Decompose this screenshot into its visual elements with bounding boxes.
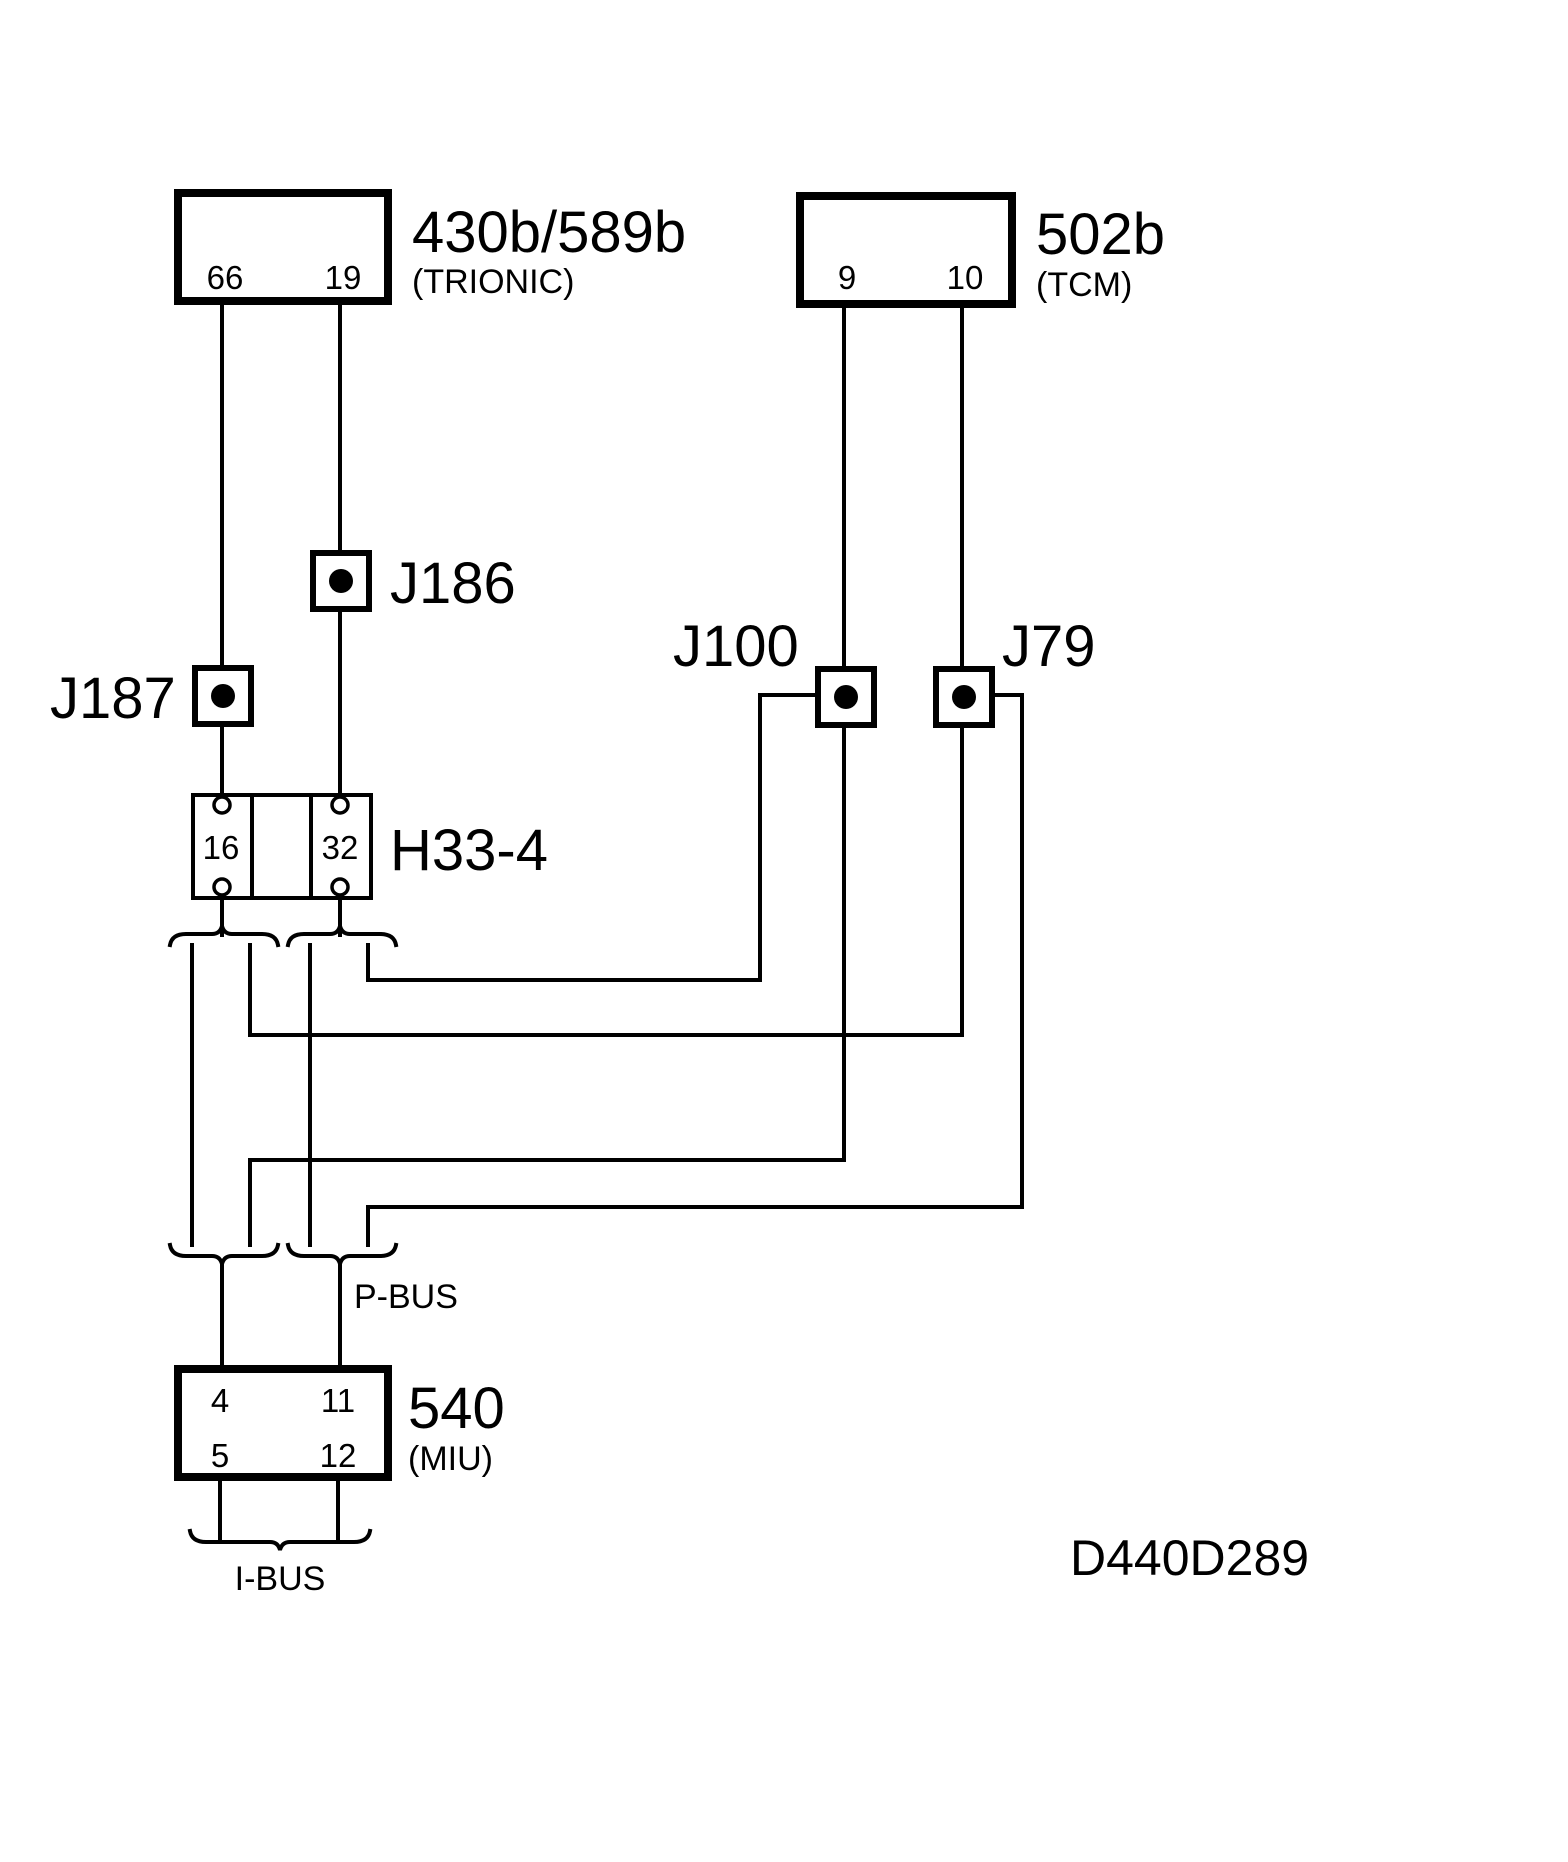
drawing-id: D440D289: [1070, 1530, 1309, 1586]
ecu-trionic-box: [174, 189, 392, 305]
j187-label: J187: [50, 666, 176, 731]
junction-j100: J100: [673, 614, 877, 728]
h33-4-label: H33-4: [390, 818, 548, 883]
ecu-trionic-module: 66 19 430b/589b (TRIONIC): [174, 189, 686, 305]
miu-pin-4: 4: [211, 1382, 229, 1419]
h33-pin-16-bottom: [212, 877, 232, 897]
tcm-name: (TCM): [1036, 266, 1132, 304]
ecu-pin-66: 66: [207, 259, 244, 296]
h33-pin-32-top: [330, 795, 350, 815]
brace-lower-right: [285, 1242, 399, 1265]
miu-pin-5: 5: [211, 1437, 229, 1474]
brace-upper-left: [167, 925, 281, 948]
h33-pin-16-top: [212, 795, 232, 815]
miu-box: [174, 1365, 392, 1481]
connector-h33-4: 16 32 H33-4: [191, 793, 548, 900]
wires: [190, 299, 1024, 1540]
wire-j100-branch: [366, 693, 846, 982]
miu-module: 4 11 5 12 540 (MIU): [174, 1365, 505, 1481]
junction-j186: J186: [310, 550, 516, 616]
miu-pin-12: 12: [320, 1437, 357, 1474]
wire-tcm-9: [248, 303, 846, 1247]
j100-label: J100: [673, 614, 799, 679]
brace-i-bus: [187, 1528, 373, 1551]
brace-upper-right: [285, 925, 399, 948]
p-bus-label: P-BUS: [354, 1278, 458, 1316]
junction-j79: J79: [933, 614, 1096, 728]
miu-name: (MIU): [408, 1440, 493, 1478]
h33-pin-32-label: 32: [322, 829, 359, 866]
tcm-pin-9: 9: [838, 259, 856, 296]
j186-dot: [329, 569, 353, 593]
i-bus-label: I-BUS: [235, 1560, 326, 1598]
tcm-id: 502b: [1036, 202, 1165, 267]
tcm-pin-10: 10: [947, 259, 984, 296]
miu-id: 540: [408, 1376, 505, 1441]
braces: [167, 925, 399, 1551]
j186-label: J186: [390, 551, 516, 616]
j79-dot: [952, 685, 976, 709]
j187-dot: [211, 684, 235, 708]
j79-label: J79: [1002, 614, 1096, 679]
h33-pin-16-label: 16: [203, 829, 240, 866]
junction-j187: J187: [50, 665, 254, 731]
ecu-trionic-name: (TRIONIC): [412, 263, 574, 301]
wire-j79-branch: [366, 693, 1024, 1247]
j100-dot: [834, 685, 858, 709]
tcm-module: 9 10 502b (TCM): [796, 192, 1165, 308]
tcm-box: [796, 192, 1016, 308]
ecu-pin-19: 19: [325, 259, 362, 296]
miu-pin-11: 11: [321, 1382, 355, 1419]
brace-lower-left: [167, 1242, 281, 1265]
ecu-trionic-id: 430b/589b: [412, 200, 686, 265]
h33-pin-32-bottom: [330, 877, 350, 897]
